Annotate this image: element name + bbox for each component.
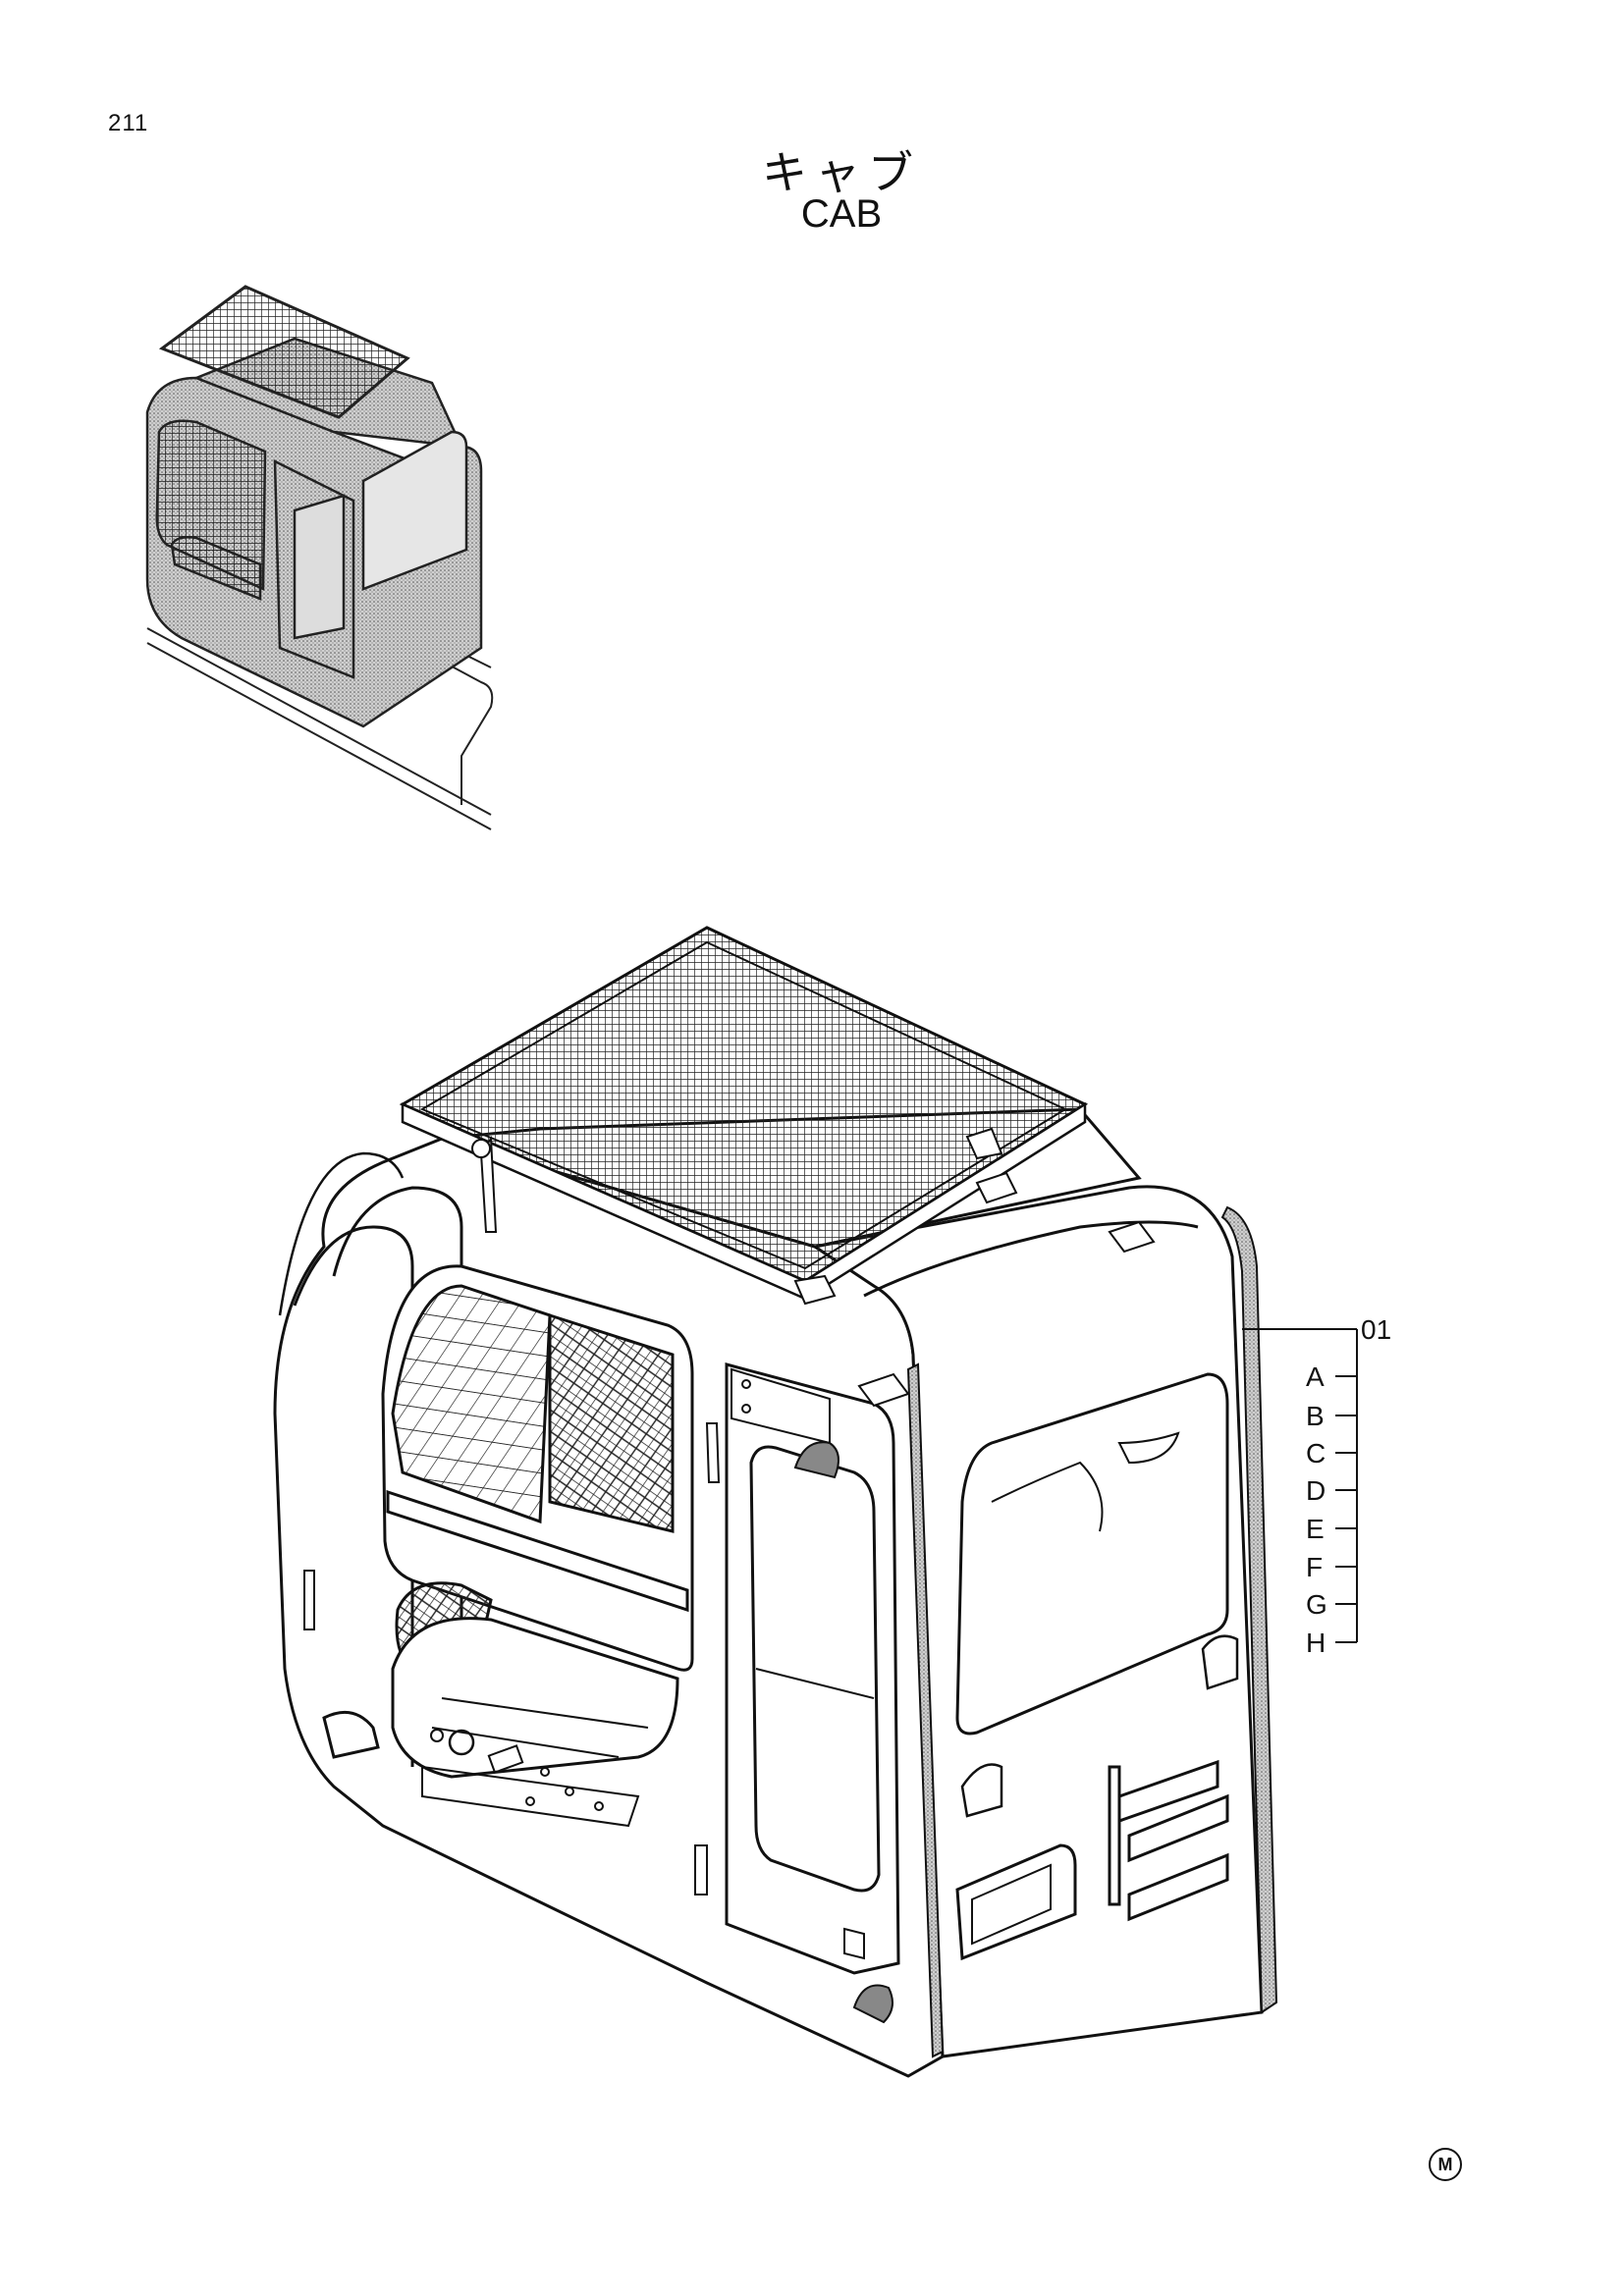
callout-letter-c: C xyxy=(1306,1438,1326,1468)
callout-letter-g: G xyxy=(1306,1589,1327,1620)
overview-cab xyxy=(145,285,483,728)
title-english: CAB xyxy=(800,192,883,236)
page-number: 211 xyxy=(108,110,149,136)
callout-letter-f: F xyxy=(1306,1552,1323,1582)
title-japanese: キャブ xyxy=(762,146,921,199)
callout-main: 01 xyxy=(1361,1314,1391,1345)
model-mark-icon: M xyxy=(1429,2148,1462,2181)
callout-letter-d: D xyxy=(1306,1475,1326,1506)
main-cab-illustration xyxy=(273,926,1278,2078)
callout-letter-h: H xyxy=(1306,1628,1326,1658)
callout-letter-e: E xyxy=(1306,1514,1325,1544)
callout-leader-lines xyxy=(1242,1328,1358,1643)
callout-letter-b: B xyxy=(1306,1401,1325,1431)
callout-letter-a: A xyxy=(1306,1362,1325,1392)
